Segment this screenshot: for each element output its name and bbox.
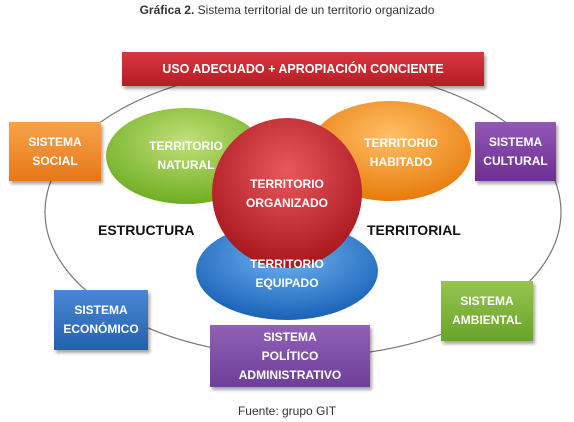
source-note: Fuente: grupo GIT	[237, 404, 337, 418]
territorio-organizado-circle	[212, 118, 362, 268]
caption-text: Sistema territorial de un territorio org…	[197, 3, 435, 17]
sistema-economico-box: SISTEMA ECONÓMICO	[54, 290, 148, 350]
sistema-ambiental-box: SISTEMA AMBIENTAL	[441, 281, 533, 341]
caption-label: Gráfica 2.	[139, 3, 195, 17]
territorio-organizado-label: TERRITORIO ORGANIZADO	[246, 177, 328, 210]
estructura-label: ESTRUCTURA	[98, 222, 195, 238]
sistema-politico-administrativo-box: SISTEMA POLÍTICO ADMINISTRATIVO	[210, 325, 370, 387]
figure-caption: Gráfica 2. Sistema territorial de un ter…	[0, 3, 574, 17]
territorio-natural-label: TERRITORIO NATURAL	[149, 139, 223, 172]
territorio-habitado-label: TERRITORIO HABITADO	[364, 136, 438, 169]
sistema-social-box: SISTEMA SOCIAL	[9, 122, 101, 181]
uso-adecuado-banner: USO ADECUADO + APROPIACIÓN CONCIENTE	[122, 52, 484, 86]
territorial-label: TERRITORIAL	[367, 222, 461, 238]
territorio-equipado-label: TERRITORIO EQUIPADO	[250, 257, 324, 290]
sistema-cultural-box: SISTEMA CULTURAL	[475, 122, 556, 181]
